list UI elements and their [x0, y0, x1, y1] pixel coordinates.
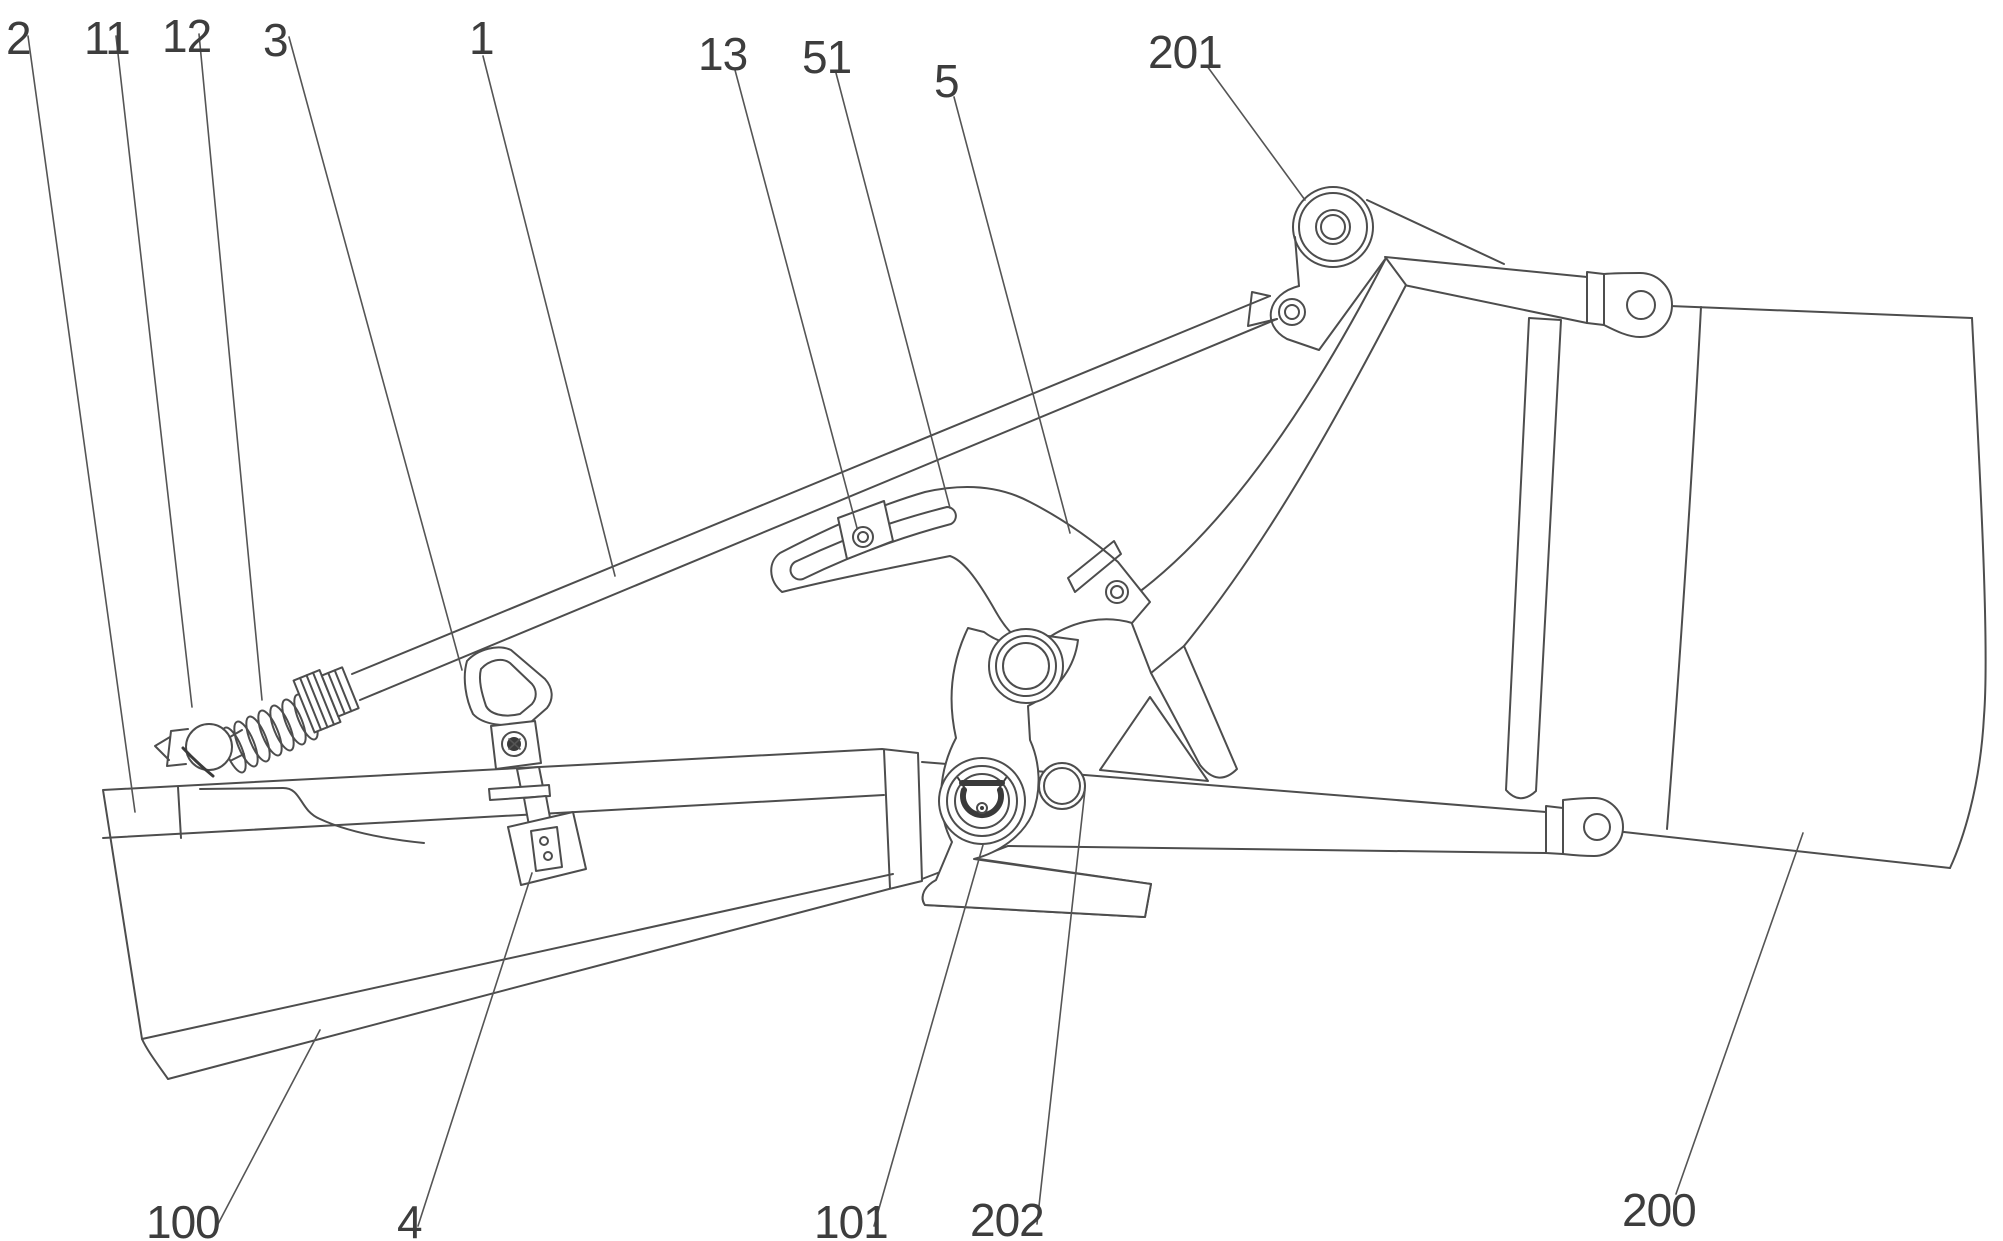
cotter-pin	[181, 746, 215, 778]
leader-line-2	[27, 35, 136, 813]
a-frame-leg	[1099, 257, 1407, 782]
leader-line-5	[953, 96, 1071, 534]
leader-line-51	[835, 72, 951, 509]
leader-line-101	[873, 844, 984, 1227]
leader-line-100	[216, 1029, 321, 1227]
frame-window	[1099, 696, 1209, 782]
clevis-pivot	[1278, 298, 1306, 326]
leader-line-200	[1675, 832, 1804, 1195]
part-label-5: 5	[934, 55, 959, 107]
leader-line-13	[734, 69, 858, 529]
mast-bar	[1505, 317, 1562, 800]
lug-bolt	[1105, 580, 1129, 604]
part-labels: 2 11 12 3 1 13 51 5 201 100 4 101 202 200	[6, 10, 1697, 1241]
cam-plate-5	[770, 485, 1151, 645]
rod-1	[351, 295, 1278, 701]
part-label-2: 2	[6, 12, 31, 64]
leader-line-11	[115, 35, 193, 708]
ball-joint-2	[154, 723, 245, 778]
curved-slot-51	[789, 506, 957, 581]
leader-line-202	[1036, 789, 1086, 1225]
lower-eye-hole	[1583, 813, 1611, 841]
leader-line-201	[1206, 65, 1306, 201]
part-label-200: 200	[1622, 1184, 1696, 1236]
slot-slider	[837, 500, 894, 560]
ring-202	[1038, 762, 1086, 810]
part-label-100: 100	[146, 1196, 220, 1241]
pin-13	[852, 526, 874, 548]
part-label-12: 12	[162, 10, 211, 62]
top-link-arm	[1384, 256, 1673, 338]
leader-lines	[27, 33, 1804, 1227]
leader-line-3	[288, 36, 463, 671]
swing-plate	[921, 627, 1152, 918]
part-label-201: 201	[1148, 26, 1222, 78]
part-label-3: 3	[263, 14, 288, 66]
beam-100	[102, 748, 923, 1080]
part-label-202: 202	[970, 1194, 1044, 1241]
rod-clevis	[1247, 291, 1278, 327]
upper-joint	[988, 628, 1064, 704]
leg-elbow-seam	[1150, 645, 1185, 674]
leader-line-1	[482, 55, 616, 577]
part-label-1: 1	[469, 12, 494, 64]
part-label-11: 11	[84, 12, 130, 64]
panel-200	[1623, 305, 1987, 869]
turnbuckle-adjuster	[292, 666, 360, 734]
top-bracket-201	[1247, 186, 1505, 351]
part-label-13: 13	[698, 28, 747, 80]
part-label-101: 101	[814, 1196, 888, 1241]
part-label-51: 51	[802, 31, 851, 83]
upper-eye-hole	[1626, 290, 1656, 320]
lug-band	[1067, 540, 1122, 593]
part-label-4: 4	[397, 1196, 422, 1241]
leader-line-12	[198, 33, 263, 701]
bracket-4	[507, 811, 587, 886]
leader-line-4	[417, 872, 533, 1227]
pivot-101	[938, 757, 1026, 845]
